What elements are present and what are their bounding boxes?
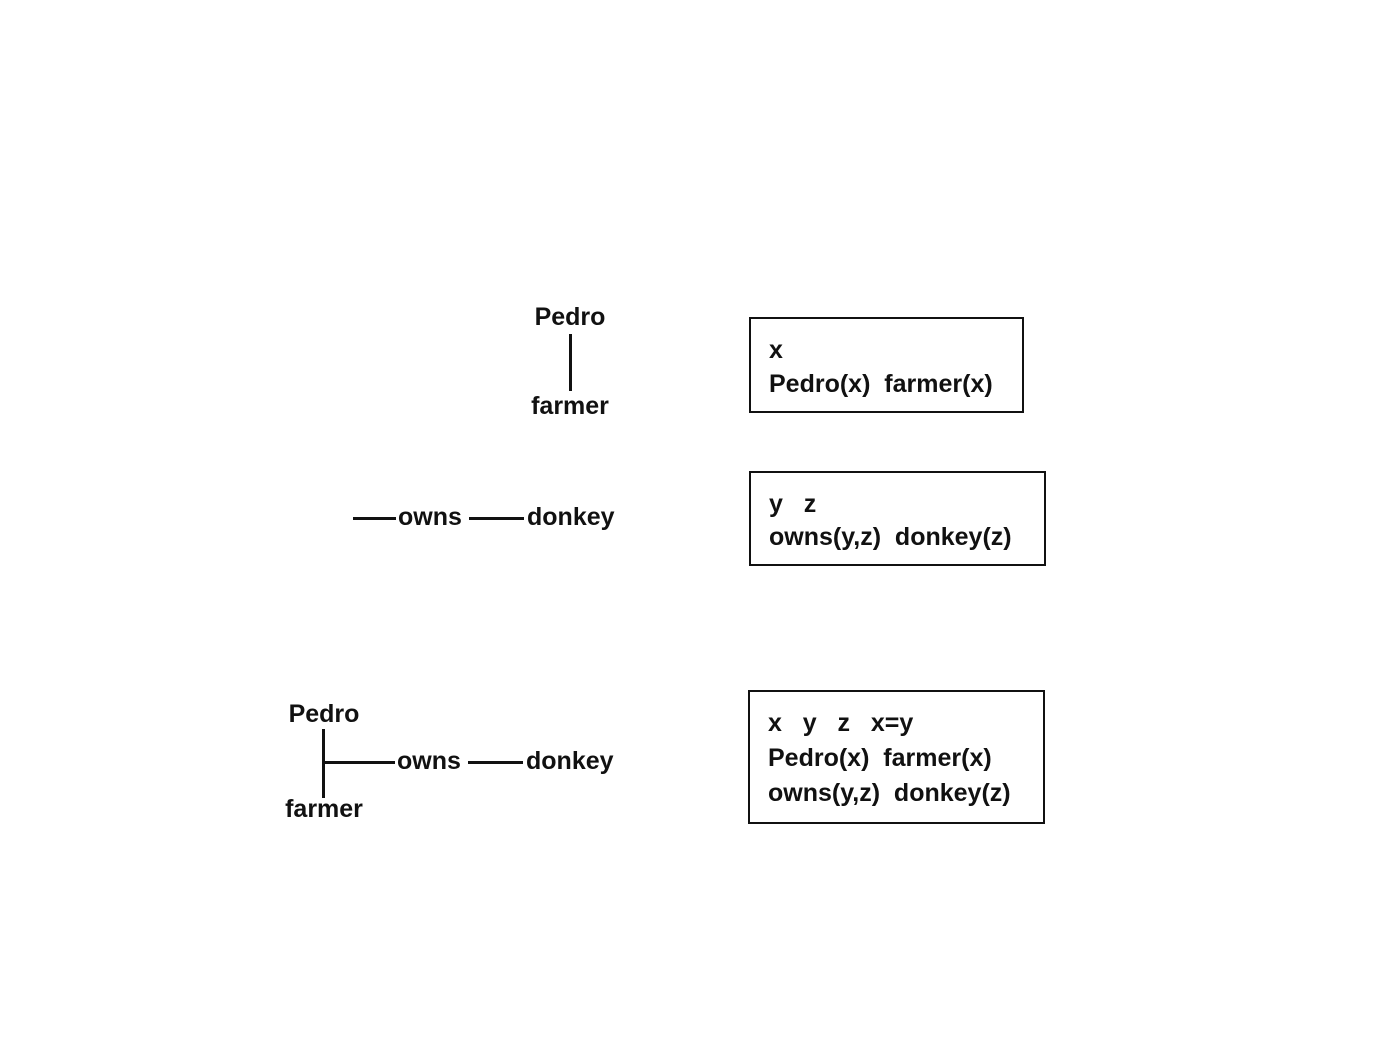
drs-box-1: x Pedro(x) farmer(x)	[749, 317, 1024, 413]
drs-box-3: x y z x=y Pedro(x) farmer(x) owns(y,z) d…	[748, 690, 1045, 824]
edge-pedro-farmer	[569, 334, 572, 391]
node-owns: owns	[398, 503, 462, 531]
edge-owns-donkey	[469, 517, 524, 520]
drs-box-2: y z owns(y,z) donkey(z)	[749, 471, 1046, 566]
drs-condition: Pedro(x) farmer(x)	[769, 370, 993, 398]
edge-owns-donkey	[468, 761, 523, 764]
edge-join-owns	[323, 761, 395, 764]
node-donkey: donkey	[527, 503, 615, 531]
node-pedro: Pedro	[534, 303, 606, 331]
edge-pedro-farmer	[322, 729, 325, 798]
node-owns: owns	[397, 747, 461, 775]
node-farmer: farmer	[531, 392, 609, 420]
drs-condition: Pedro(x) farmer(x)	[768, 744, 992, 772]
node-farmer: farmer	[285, 795, 363, 823]
drs-referents: y z	[769, 490, 817, 518]
node-pedro: Pedro	[288, 700, 360, 728]
drs-referents: x	[769, 336, 783, 364]
drs-referents: x y z x=y	[768, 709, 914, 737]
drs-condition: owns(y,z) donkey(z)	[768, 779, 1011, 807]
drs-condition: owns(y,z) donkey(z)	[769, 523, 1012, 551]
node-donkey: donkey	[526, 747, 614, 775]
edge-open-owns	[353, 517, 396, 520]
